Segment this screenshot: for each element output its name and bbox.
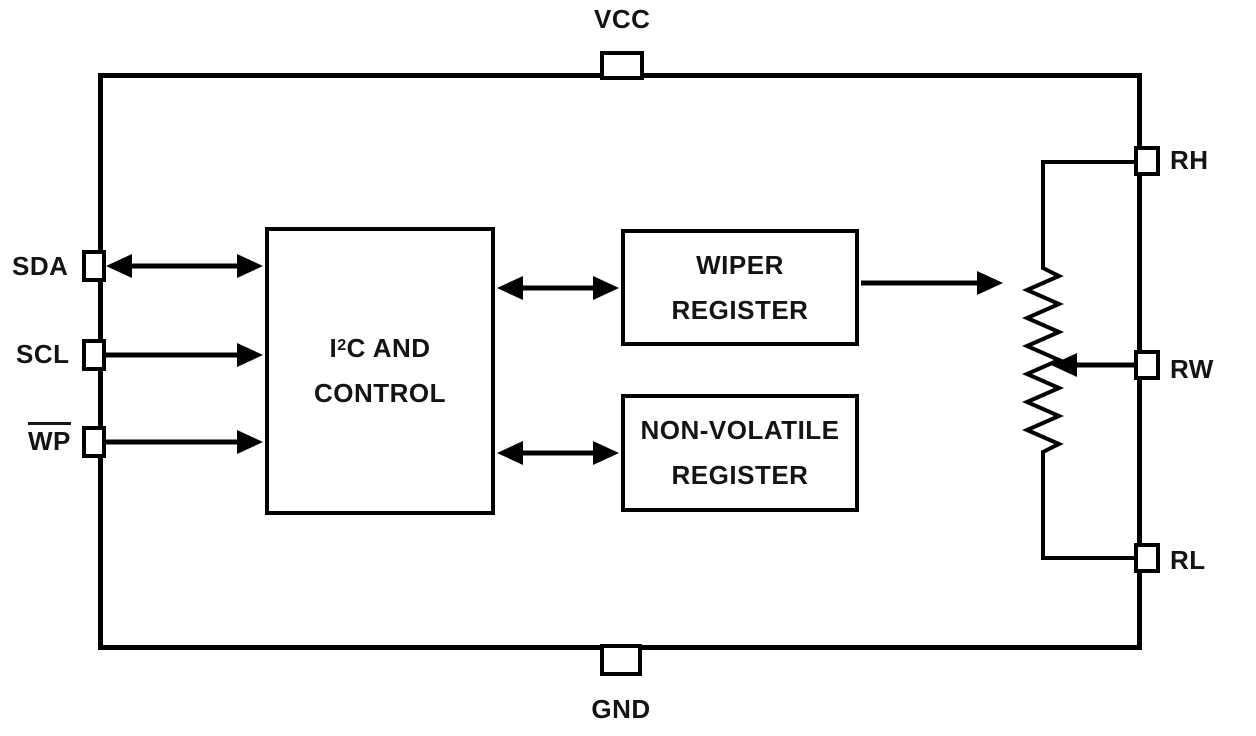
- block-wiper-register-line1: WIPER: [696, 249, 784, 280]
- pin-sda: [82, 250, 106, 282]
- block-wiper-register: WIPER REGISTER: [621, 229, 859, 346]
- block-i2c-control-line2: CONTROL: [313, 378, 447, 408]
- pin-label-rw: RW: [1170, 354, 1214, 384]
- pin-label-vcc: VCC: [594, 4, 651, 34]
- sda-bidirectional-arrow: [106, 254, 263, 278]
- pin-label-gnd: GND: [591, 694, 651, 724]
- pin-vcc: [600, 51, 644, 80]
- pin-rw: [1134, 350, 1160, 380]
- pin-wp: [82, 426, 106, 458]
- pin-label-rh: RH: [1170, 145, 1209, 175]
- wiper-to-resistor-arrow: [861, 271, 1003, 295]
- block-i2c-control: I2C AND CONTROL: [265, 227, 495, 515]
- pin-label-rl: RL: [1170, 545, 1206, 575]
- block-nonvolatile-register-line2: REGISTER: [671, 460, 809, 490]
- i2c-wiper-bidirectional-arrow: [497, 276, 619, 300]
- pin-label-scl: SCL: [16, 339, 70, 369]
- block-i2c-control-line1: I2C AND: [329, 333, 431, 364]
- scl-arrow: [106, 343, 263, 367]
- wp-arrow: [106, 430, 263, 454]
- wp-overline-text: WP: [28, 422, 71, 457]
- block-nonvolatile-register: NON-VOLATILE REGISTER: [621, 394, 859, 512]
- pin-scl: [82, 339, 106, 371]
- resistor-symbol: [1022, 160, 1136, 560]
- pin-label-wp: WP: [28, 422, 71, 457]
- pin-label-sda: SDA: [12, 251, 69, 281]
- block-nonvolatile-register-line1: NON-VOLATILE: [640, 415, 840, 446]
- pin-rl: [1134, 543, 1160, 573]
- pin-gnd: [600, 644, 642, 676]
- block-wiper-register-line2: REGISTER: [671, 294, 809, 325]
- i2c-superscript: 2: [337, 336, 347, 355]
- pin-rh: [1134, 146, 1160, 176]
- rw-wiper-arrow: [1051, 353, 1136, 377]
- i2c-nonvolatile-bidirectional-arrow: [497, 441, 619, 465]
